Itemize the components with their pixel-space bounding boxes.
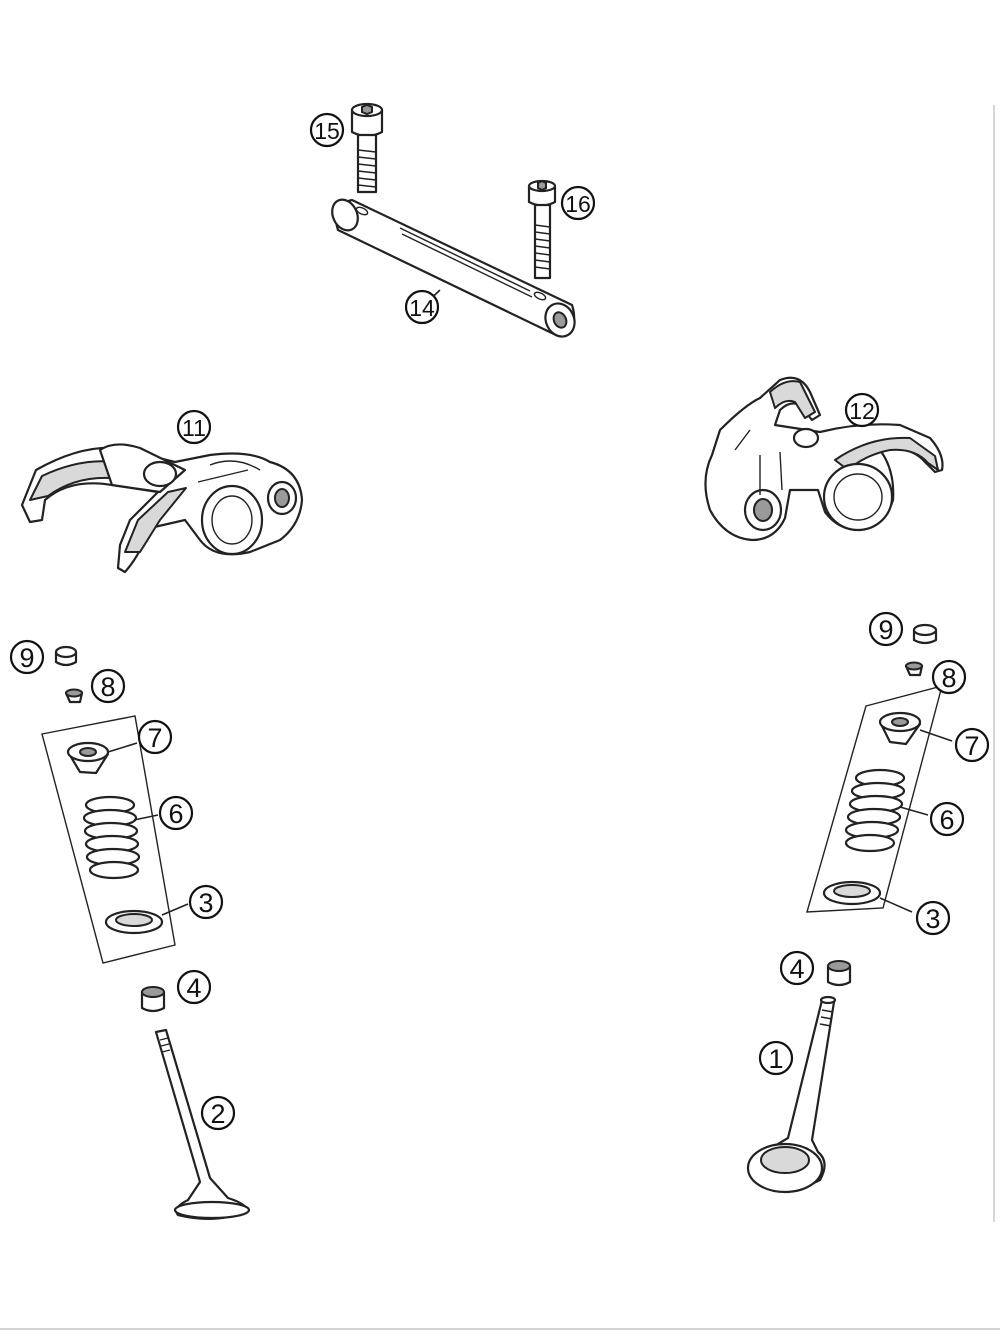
callout-6-right: 6 [929, 801, 965, 837]
callout-9-right-label: 9 [878, 615, 893, 645]
callout-2-label: 2 [210, 1099, 225, 1129]
callout-14: 14 [404, 289, 440, 325]
callout-15: 15 [309, 112, 345, 148]
callout-3-right: 3 [915, 900, 951, 936]
callout-8-left: 8 [90, 668, 126, 704]
part-14-rocker-shaft [331, 198, 576, 338]
callout-4-left-label: 4 [186, 973, 201, 1003]
part-8-valve-collet-right [904, 661, 924, 677]
part-4-valve-stem-seal-right [826, 960, 852, 987]
part-3-spring-seat-left [104, 909, 164, 935]
part-6-valve-spring-right [844, 768, 906, 853]
callout-3-left-label: 3 [198, 888, 213, 918]
callout-11: 11 [176, 409, 212, 445]
callout-9-left-label: 9 [19, 643, 34, 673]
callout-7-right-label: 7 [964, 731, 979, 761]
callout-7-left: 7 [137, 719, 173, 755]
callout-6-left: 6 [158, 795, 194, 831]
callout-7-right: 7 [954, 727, 990, 763]
callout-6-right-label: 6 [939, 805, 954, 835]
callout-15-label: 15 [314, 118, 340, 144]
callout-1: 1 [758, 1040, 794, 1076]
part-8-valve-collet-left [64, 688, 84, 704]
callout-4-right-label: 4 [789, 954, 804, 984]
valve-spring-box-left [41, 715, 176, 964]
callout-3-right-label: 3 [925, 904, 940, 934]
leader-lines [107, 289, 953, 916]
callout-2: 2 [200, 1095, 236, 1131]
part-9-shim-left [54, 645, 78, 667]
callout-9-right: 9 [868, 611, 904, 647]
valve-spring-box-right [806, 685, 943, 913]
callout-8-right: 8 [931, 659, 967, 695]
callout-14-label: 14 [409, 295, 435, 321]
callout-1-label: 1 [768, 1044, 783, 1074]
callout-16: 16 [560, 185, 596, 221]
part-4-valve-stem-seal-left [140, 986, 166, 1013]
part-2-valve-left [154, 1028, 251, 1220]
callout-8-right-label: 8 [941, 663, 956, 693]
part-3-spring-seat-right [822, 880, 882, 906]
part-11-rocker-arm [20, 443, 304, 574]
callout-8-left-label: 8 [100, 672, 115, 702]
part-15-screw [350, 102, 384, 194]
callout-3-left: 3 [188, 884, 224, 920]
callout-4-right: 4 [779, 950, 815, 986]
callout-12-label: 12 [849, 398, 875, 424]
part-1-valve-right [746, 995, 837, 1194]
part-12-rocker-arm [704, 376, 944, 542]
callout-6-left-label: 6 [168, 799, 183, 829]
callout-11-label: 11 [182, 415, 206, 441]
part-7-spring-retainer-left [66, 741, 110, 775]
callout-7-left-label: 7 [147, 723, 162, 753]
part-16-screw [527, 179, 557, 280]
part-6-valve-spring-left [82, 795, 141, 880]
part-7-spring-retainer-right [878, 711, 922, 746]
part-9-shim-right [912, 623, 938, 645]
callout-16-label: 16 [565, 191, 591, 217]
callout-4-left: 4 [176, 969, 212, 1005]
callout-9-left: 9 [9, 639, 45, 675]
callout-12: 12 [844, 392, 880, 428]
